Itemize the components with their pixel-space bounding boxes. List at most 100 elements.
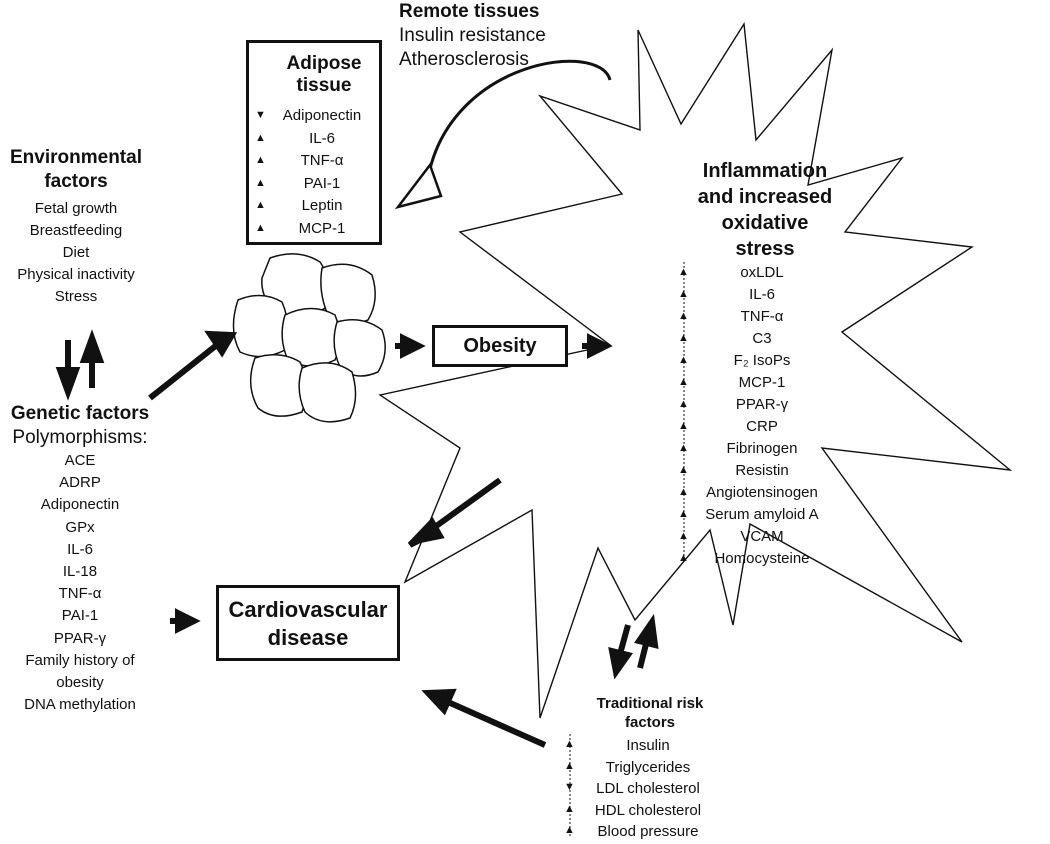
environmental-item: Fetal growth [34,200,118,217]
cell-5 [333,319,386,377]
adipose-item: PAI-1 [303,174,341,192]
remote-curved-arrowhead [394,162,443,210]
remote-tissues-block: Remote tissues Insulin resistance Athero… [399,0,546,72]
up-arrow-icon: ▲ [678,398,689,410]
up-arrow-icon: ▲ [678,464,689,476]
inflammation-title-line-1: Inflammation [702,160,828,182]
genetic-subtitle: Polymorphisms: [12,427,148,448]
genetic-to-env-arrowhead [79,329,105,363]
environmental-title-line-1: Environmental [10,147,142,168]
inflammation-item: CRP [746,418,778,435]
up-arrow-icon: ▲ [255,131,266,144]
cvd-label: Cardiovascular disease [219,596,397,652]
cvd-line-2: disease [267,625,349,650]
up-arrow-icon: ▲ [678,354,689,366]
remote-tissues-title: Remote tissues [399,1,540,22]
remote-line-2: Atherosclerosis [399,49,529,70]
environmental-item: Breastfeeding [29,222,123,239]
cell-6 [249,354,308,417]
adipose-item: TNF-α [300,152,344,169]
traditional-item: HDL cholesterol [594,801,702,819]
inflammation-item: C3 [752,330,772,347]
inflammation-item: F₂ IsoPs [733,352,791,369]
traditional-to-star-arrowhead [634,613,659,649]
genetic-item: IL-6 [67,540,93,558]
up-arrow-icon: ▲ [678,420,689,432]
remote-line-1: Insulin resistance [399,25,546,46]
traditional-to-cvd-arrowhead [421,688,457,716]
cardiovascular-disease-box: Cardiovascular disease [216,585,400,661]
cvd-line-1: Cardiovascular [228,597,388,622]
obesity-label: Obesity [463,335,537,357]
genetic-item: PAI-1 [61,607,99,625]
adipose-item: MCP-1 [298,219,346,237]
environmental-item: Physical inactivity [17,266,135,283]
inflammation-item: IL-6 [749,286,775,303]
inflammation-item: Angiotensinogen [706,484,818,501]
environmental-title-line-2: factors [44,171,108,192]
up-arrow-icon: ▲ [678,552,689,564]
obesity-to-star-arrowhead [587,333,613,359]
up-arrow-icon: ▲ [255,176,266,189]
genetic-item: GPx [65,518,95,536]
genetic-to-cells-arrowhead [204,330,238,358]
traditional-item: LDL cholesterol [596,780,700,798]
up-arrow-icon: ▲ [564,802,575,815]
star-to-traditional-arrowhead [608,646,633,680]
environmental-item: Stress [54,288,98,305]
adipose-title: Adipose tissue [249,53,399,97]
genetic-to-cells-arrow [148,341,220,401]
flow-arrows [55,329,659,748]
down-arrow-icon: ▼ [564,781,575,794]
inflammation-starburst [378,21,1013,719]
up-arrow-icon: ▲ [678,288,689,300]
up-arrow-icon: ▲ [678,266,689,278]
up-arrow-icon: ▲ [678,508,689,520]
traditional-title-line-2: factors [624,714,676,731]
inflammation-item: VCAM [740,528,784,545]
cell-4 [281,307,341,367]
up-arrow-icon: ▲ [678,486,689,498]
genetic-item: DNA methylation [24,696,136,714]
traditional-item: Blood pressure [597,823,699,841]
adipose-tissue-box: Adipose tissue ▼Adiponectin▲IL-6▲TNF-α▲P… [246,40,382,245]
adipose-item: Leptin [301,197,343,214]
up-arrow-icon: ▲ [678,530,689,542]
genetic-item: Adiponectin [40,496,120,514]
inflammation-item: Serum amyloid A [705,506,819,523]
inflammation-item: oxLDL [740,264,784,281]
up-arrow-icon: ▲ [255,154,266,166]
inflammation-title: Inflammation and increased oxidative str… [660,158,870,262]
cell-3 [232,294,289,358]
traditional-list: ▲Insulin▲Triglycerides▼LDL cholesterol▲H… [562,735,732,843]
down-arrow-icon: ▼ [255,109,266,121]
traditional-title-line-1: Traditional risk [596,695,704,712]
genetic-item: PPAR-γ [53,629,107,647]
genetic-item: ADRP [59,474,101,492]
adipose-list: ▼Adiponectin▲IL-6▲TNF-α▲PAI-1▲Leptin▲MCP… [249,43,379,243]
inflammation-item: Fibrinogen [726,440,798,457]
env-to-genetic-arrowhead [55,367,81,401]
genetic-item: obesity [56,674,104,692]
genetic-item: Family history of [25,651,135,669]
traditional-title: Traditional risk factors [570,694,730,732]
inflammation-item: PPAR-γ [735,396,789,413]
genetic-item: ACE [64,452,96,469]
genetic-item: IL-18 [62,563,98,581]
inflammation-item: Homocysteine [714,550,810,567]
genetic-item: TNF-α [58,585,102,603]
up-arrow-icon: ▲ [564,759,575,772]
cell-7 [298,362,357,423]
adipose-title-line-1: Adipose [286,53,362,74]
adipocyte-cluster-icon [232,253,386,423]
environmental-item: Diet [62,244,90,261]
star-to-cvd-arrow [426,477,502,535]
genetic-to-cvd-arrowhead [175,608,201,634]
up-arrow-icon: ▲ [678,332,689,344]
up-arrow-icon: ▲ [564,738,575,750]
inflammation-title-line-4: stress [735,238,795,260]
